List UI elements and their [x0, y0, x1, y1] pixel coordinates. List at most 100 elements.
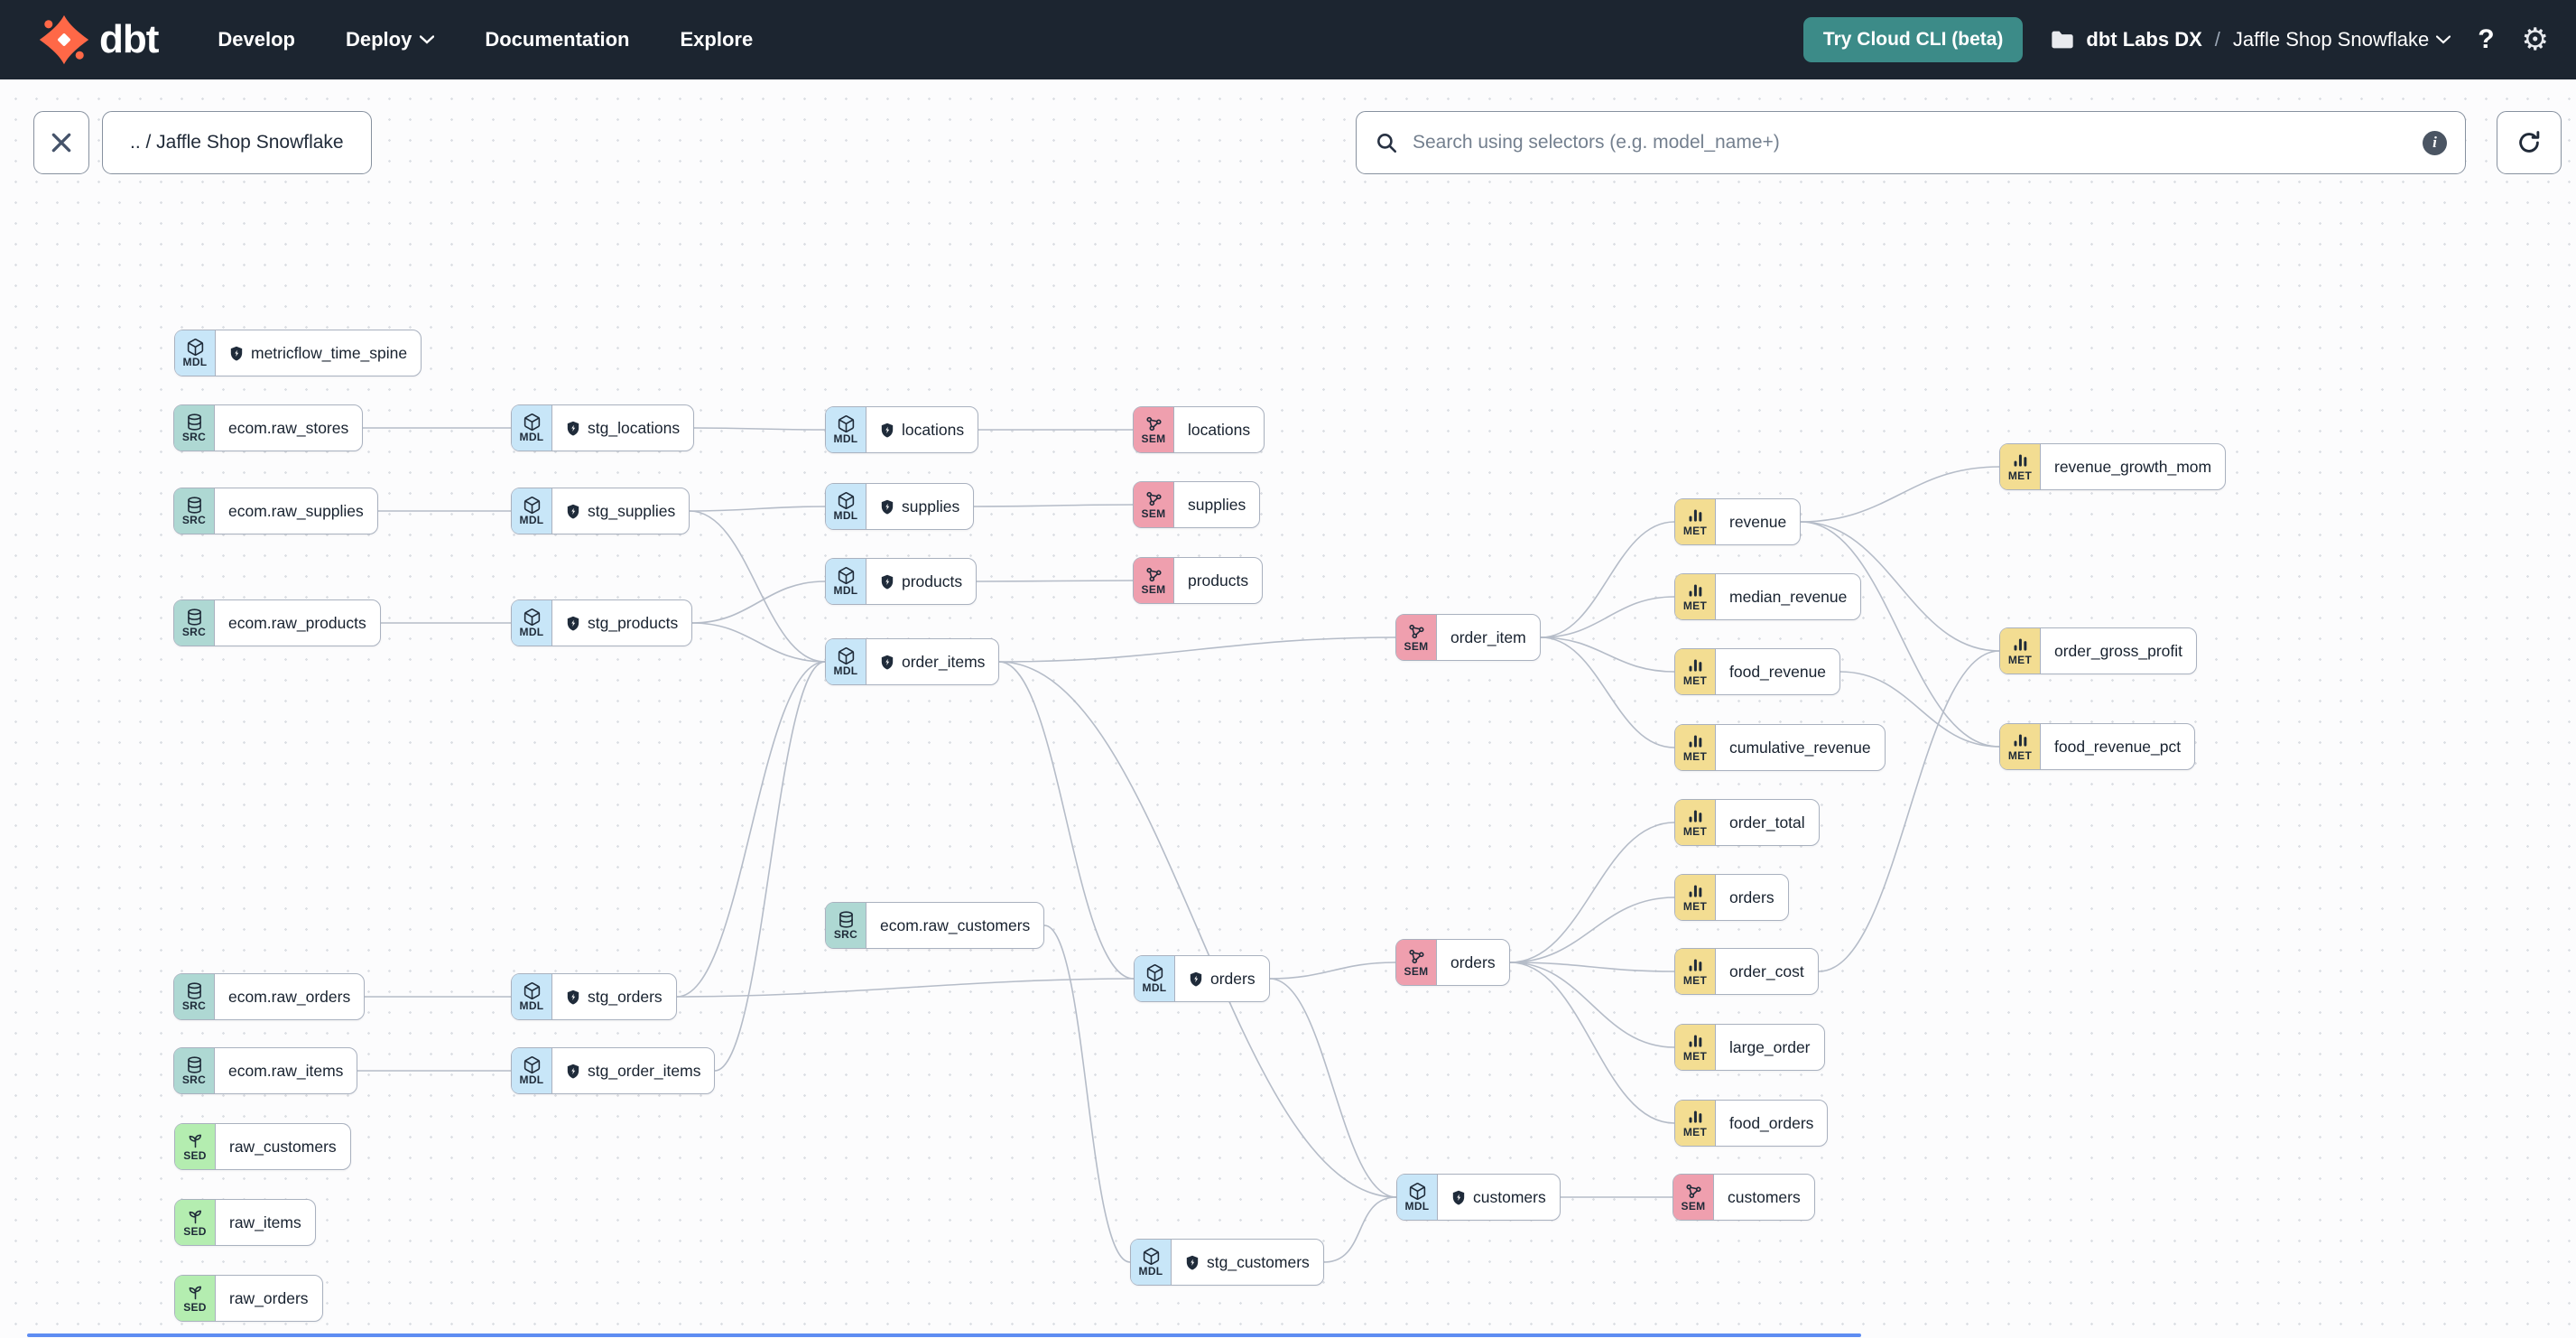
- health-shield-icon: [567, 421, 579, 435]
- metric-bars-icon: [2014, 734, 2026, 747]
- dbt-logo-icon: [39, 14, 89, 65]
- node-order_gross_profit[interactable]: MET order_gross_profit: [1999, 627, 2198, 674]
- lineage-canvas[interactable]: [0, 79, 2576, 1338]
- node-label: revenue: [1729, 512, 1787, 531]
- node-type-label: MET: [1682, 674, 1708, 687]
- metric-bars-icon: [1689, 959, 1701, 971]
- account-name[interactable]: dbt Labs DX: [2086, 28, 2202, 51]
- node-label: order_item: [1450, 627, 1526, 646]
- metric-bars-icon: [1689, 584, 1701, 597]
- node-label: stg_customers: [1172, 1240, 1323, 1285]
- node-revenue[interactable]: MET revenue: [1674, 498, 1802, 545]
- node-label: order_gross_profit: [2054, 641, 2183, 660]
- model-cube-icon: [524, 413, 540, 431]
- model-cube-icon: [838, 566, 854, 584]
- gear-icon[interactable]: ⚙: [2521, 23, 2549, 57]
- node-type-badge: MDL: [512, 488, 552, 534]
- node-type-badge: MET: [2000, 724, 2041, 769]
- node-type-badge: MET: [1675, 949, 1716, 994]
- search-input[interactable]: [1411, 131, 2410, 154]
- help-icon[interactable]: ?: [2478, 24, 2495, 54]
- menu-item-documentation[interactable]: Documentation: [485, 28, 630, 51]
- lineage-breadcrumb[interactable]: .. / Jaffle Shop Snowflake: [102, 111, 372, 174]
- model-cube-icon: [838, 646, 854, 664]
- node-type-badge: MDL: [1397, 1175, 1438, 1220]
- breadcrumb-separator: /: [2214, 28, 2220, 51]
- node-type-badge: MET: [1675, 499, 1716, 544]
- seed-sprout-icon: [189, 1210, 201, 1223]
- model-cube-icon: [524, 981, 540, 999]
- health-shield-icon: [566, 1064, 580, 1079]
- horizontal-scrollbar[interactable]: [27, 1333, 1861, 1337]
- node-label: ecom.raw_supplies: [228, 501, 364, 520]
- semantic-model-icon: [1145, 567, 1162, 581]
- menu-item-explore[interactable]: Explore: [680, 28, 754, 51]
- node-label: customers: [1438, 1175, 1560, 1220]
- menu-item-develop[interactable]: Develop: [218, 28, 295, 51]
- node-type-label: MET: [1682, 1049, 1708, 1063]
- dbt-logo[interactable]: dbt: [38, 14, 159, 66]
- health-shield-icon: [1452, 1190, 1465, 1204]
- health-shield-icon: [1185, 1255, 1200, 1270]
- project-breadcrumb: dbt Labs DX / Jaffle Shop Snowflake: [2050, 28, 2451, 51]
- model-cube-icon: [1146, 963, 1163, 981]
- node-type-label: MDL: [833, 508, 858, 522]
- health-shield-icon: [566, 504, 580, 519]
- node-type-badge: MET: [2000, 628, 2041, 674]
- model-cube-icon: [838, 414, 854, 432]
- node-label: ecom.raw_customers: [880, 915, 1031, 934]
- health-shield-icon: [881, 655, 894, 669]
- node-label: food_orders: [1729, 1113, 1814, 1132]
- node-label: ecom.raw_orders: [228, 987, 351, 1006]
- node-type-label: SEM: [1141, 432, 1166, 445]
- node-type-badge: SEM: [1134, 407, 1174, 452]
- project-selector[interactable]: Jaffle Shop Snowflake: [2233, 28, 2451, 51]
- node-type-badge: MDL: [826, 559, 866, 604]
- try-cloud-cli-button[interactable]: Try Cloud CLI (beta): [1802, 17, 2024, 62]
- refresh-button[interactable]: [2497, 111, 2562, 174]
- info-icon[interactable]: i: [2423, 130, 2447, 155]
- health-shield-icon: [881, 499, 894, 514]
- navbar-right: Try Cloud CLI (beta) dbt Labs DX / Jaffl…: [1802, 17, 2549, 62]
- close-button[interactable]: [33, 111, 89, 174]
- menu-item-deploy[interactable]: Deploy: [346, 28, 435, 51]
